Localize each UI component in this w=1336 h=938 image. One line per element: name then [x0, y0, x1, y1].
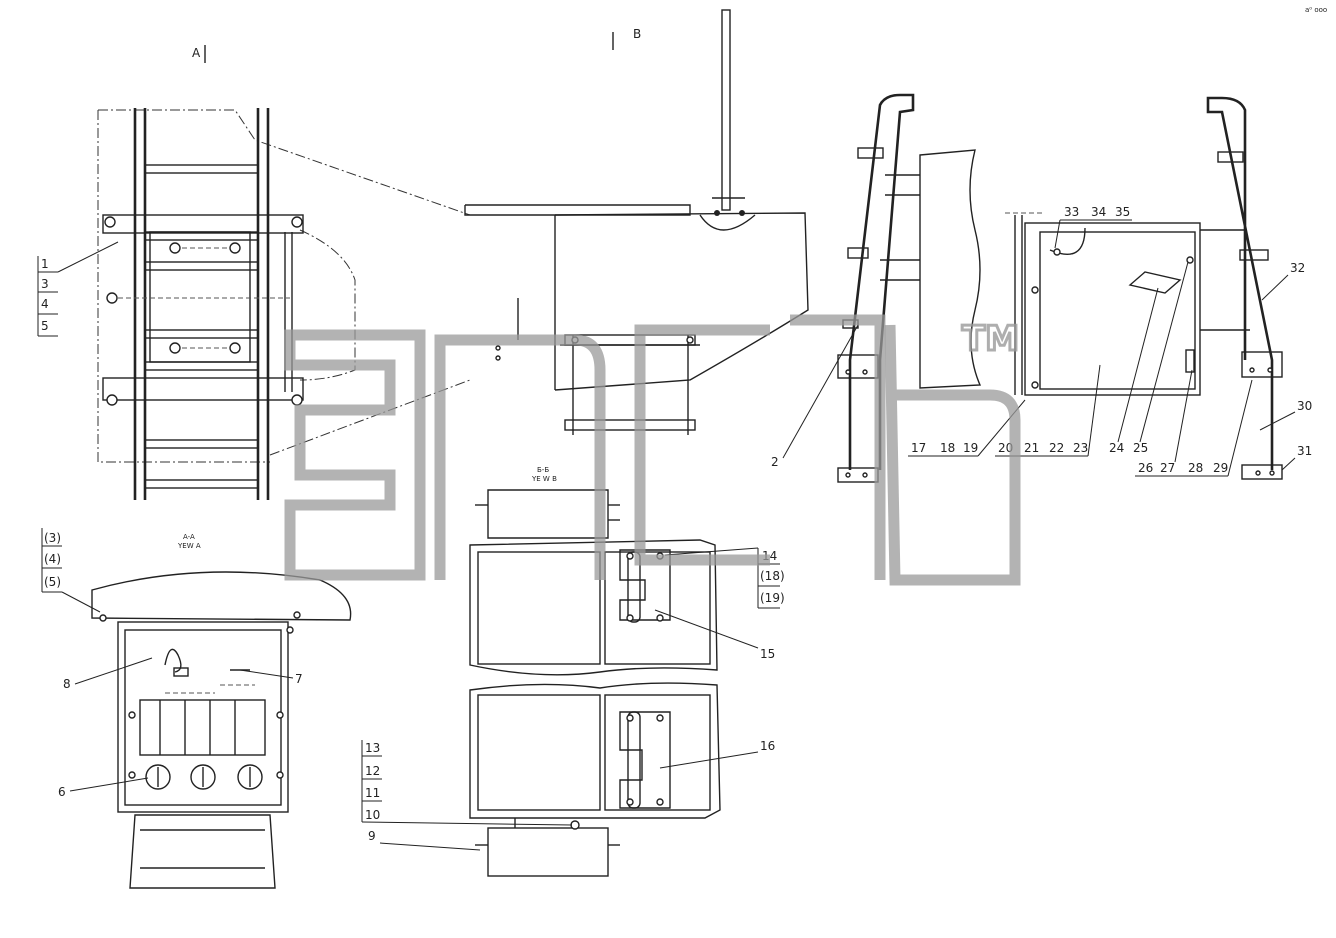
callout-15: 15	[760, 647, 775, 661]
view-a-label: A	[192, 46, 201, 60]
callout-26: 26	[1138, 461, 1153, 475]
callout-25: 25	[1133, 441, 1148, 455]
callout-19: 19	[963, 441, 978, 455]
callout-17: 17	[911, 441, 926, 455]
callout-22: 22	[1049, 441, 1064, 455]
section-b-b: Б-Б YE W B	[469, 466, 721, 877]
watermark-tm: TM	[962, 319, 1019, 359]
watermark-logo: TM	[284, 314, 1021, 586]
callout-1: 1	[41, 257, 49, 271]
callouts-section-aa: (3) (4) (5) 8 7 6	[41, 528, 303, 799]
section-a-a: A-A YEW A	[91, 533, 352, 889]
callout-35: 35	[1115, 205, 1130, 219]
callout-5-ref: (5)	[44, 575, 61, 589]
callout-4-ref: (4)	[44, 552, 61, 566]
callout-24: 24	[1109, 441, 1124, 455]
callout-13: 13	[365, 741, 380, 755]
callout-28: 28	[1188, 461, 1203, 475]
corner-mark: a⁰ ooo	[1305, 6, 1327, 14]
callout-7: 7	[295, 672, 303, 686]
callout-3: 3	[41, 277, 49, 291]
section-bb-label: Б-Б	[537, 466, 549, 474]
view-b-label: B	[633, 27, 641, 41]
section-bb-sub: YE W B	[531, 475, 557, 483]
callout-9: 9	[368, 829, 376, 843]
section-aa-sub: YEW A	[177, 542, 201, 550]
callout-29: 29	[1213, 461, 1228, 475]
callout-27: 27	[1160, 461, 1175, 475]
callout-18: 18	[940, 441, 955, 455]
callout-18-ref: (18)	[760, 569, 785, 583]
callout-8: 8	[63, 677, 71, 691]
view-right-handrail	[837, 93, 1283, 483]
callout-30: 30	[1297, 399, 1312, 413]
callout-32: 32	[1290, 261, 1305, 275]
callout-19-ref: (19)	[760, 591, 785, 605]
callout-33: 33	[1064, 205, 1079, 219]
callout-23: 23	[1073, 441, 1088, 455]
callout-12: 12	[365, 764, 380, 778]
callout-6: 6	[58, 785, 66, 799]
callout-21: 21	[1024, 441, 1039, 455]
callout-10: 10	[365, 808, 380, 822]
section-aa-label: A-A	[183, 533, 195, 541]
callout-31: 31	[1297, 444, 1312, 458]
callouts-section-bb: 14 (18) (19) 15 16 13 12 11 10 9	[361, 547, 785, 851]
callout-20: 20	[998, 441, 1013, 455]
callout-34: 34	[1091, 205, 1106, 219]
callout-11: 11	[365, 786, 380, 800]
callout-16: 16	[760, 739, 775, 753]
callout-5: 5	[41, 319, 49, 333]
callout-3-ref: (3)	[44, 531, 61, 545]
callouts-right-view: 2 17 18 19 20 21 22 23 24 25 26 27 28 29…	[771, 205, 1312, 477]
callout-group-1-5: 1 3 4 5	[37, 241, 119, 337]
callout-2: 2	[771, 455, 779, 469]
callout-4: 4	[41, 297, 49, 311]
